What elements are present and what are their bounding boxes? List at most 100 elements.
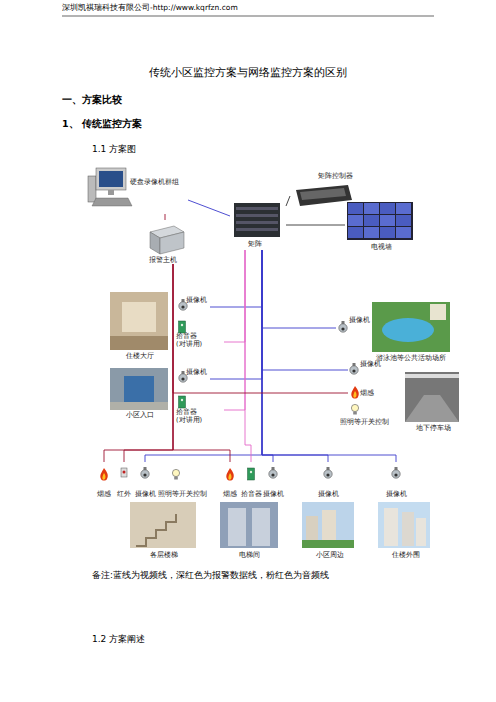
node-label: 摄像机 <box>318 490 339 498</box>
node-label: 矩阵 <box>248 240 262 248</box>
signal-wire <box>224 250 245 342</box>
computer-icon <box>96 168 126 190</box>
node-label: 摄像机 <box>186 296 207 304</box>
matrix-icon <box>236 228 278 231</box>
elevator-photo <box>252 508 270 546</box>
exterior-photo <box>378 502 430 548</box>
camera-symbol <box>339 321 347 332</box>
node-label: 烟感 <box>360 389 374 397</box>
garage-photo <box>405 372 459 422</box>
camera-node: 摄像机 <box>336 316 370 340</box>
surroundings-photo <box>302 502 354 548</box>
node-label: 摄像机 <box>263 490 284 498</box>
smoke-symbol <box>226 468 233 481</box>
tv-wall-node: 电视墙 <box>345 198 415 254</box>
alarm-host-icon <box>150 226 184 254</box>
tv-wall-icon <box>348 203 363 214</box>
matrix-icon <box>234 203 280 237</box>
light-control-node: 照明等开关控制 <box>340 404 404 428</box>
elevator-photo <box>220 502 278 548</box>
surroundings-photo <box>302 540 354 548</box>
tv-wall-icon <box>348 227 363 238</box>
pool-photo <box>372 302 450 352</box>
smoke-sensor-node: 烟感 <box>348 382 378 404</box>
tv-wall-icon <box>364 203 379 214</box>
signal-wire <box>210 250 262 307</box>
controller-node: 矩阵控制器 <box>290 172 370 206</box>
exterior-photo <box>416 518 426 546</box>
camera-symbol <box>179 371 187 382</box>
location-photo: 电梯间 <box>218 500 280 560</box>
tv-wall-icon <box>396 215 411 226</box>
location-photo: 小区入口 <box>108 368 170 418</box>
location-photo: 住楼大厅 <box>108 292 170 360</box>
signal-wire <box>262 250 273 462</box>
node-label: 硬盘录像机群组 <box>130 178 179 186</box>
tv-wall-icon <box>364 215 379 226</box>
entrance-photo <box>110 402 168 410</box>
camera-symbol <box>141 467 149 478</box>
recorder-node: 硬盘录像机群组 <box>88 166 188 214</box>
matrix-node: 矩阵 <box>230 198 286 250</box>
node-label: 照明等开关控制 <box>158 490 207 498</box>
node-label: 摄像机 <box>386 490 407 498</box>
camera-symbol <box>324 467 332 478</box>
exterior-photo <box>402 512 414 546</box>
surroundings-photo <box>322 510 336 544</box>
controller-icon <box>300 188 346 200</box>
node-label: 小区周边 <box>316 551 344 559</box>
pickup-symbol <box>248 468 255 480</box>
camera-node: 摄像机 <box>384 462 408 498</box>
node-label: 小区入口 <box>126 411 154 419</box>
node-label: 矩阵控制器 <box>318 172 353 180</box>
section-heading: 1、 传统监控方案 <box>62 118 142 131</box>
node-label: 烟感 <box>97 490 111 498</box>
computer-icon <box>88 168 132 206</box>
location-photo: 游泳池等公共活动场所 <box>372 300 452 364</box>
bulb-symbol <box>172 404 358 479</box>
node-label: 各层楼梯 <box>150 551 178 559</box>
signal-wire <box>224 250 245 410</box>
lobby-photo <box>110 336 168 350</box>
bulb-symbol <box>351 404 358 414</box>
location-photo: 小区周边 <box>300 500 356 560</box>
light-control-node: 照明等开关控制 <box>156 462 206 498</box>
tv-wall-icon <box>396 227 411 238</box>
signal-wire <box>262 250 328 462</box>
stairs-photo <box>130 502 196 548</box>
camera-symbol <box>392 467 400 478</box>
pool-photo <box>430 304 446 320</box>
node-label: 住楼大厅 <box>126 352 154 360</box>
computer-icon <box>88 176 96 202</box>
node-label: 拾音器 (对讲用) <box>176 332 206 348</box>
alarm-host-icon <box>150 232 160 254</box>
signal-wire <box>286 225 345 226</box>
pickup-node: 拾音器 (对讲用) <box>176 396 224 424</box>
smoke-symbol <box>100 386 358 481</box>
subsection-heading: 1.1 方案图 <box>92 143 136 156</box>
tv-wall-icon <box>347 202 413 240</box>
pool-photo <box>372 302 450 352</box>
page-header: 深圳凯祺瑞科技有限公司-http://www.kqrfzn.com <box>62 3 238 13</box>
smoke-sensor-node: 烟感 <box>220 462 240 498</box>
tv-wall-icon <box>348 215 363 226</box>
location-photo: 地下停车场 <box>404 370 460 434</box>
header-rule <box>62 16 434 17</box>
infrared-symbol <box>121 468 127 477</box>
node-label: 住楼外围 <box>392 551 420 559</box>
camera-node: 摄像机 <box>262 462 284 498</box>
camera-symbol <box>269 467 277 478</box>
note-text: 备注:蓝线为视频线，深红色为报警数据线，粉红色为音频线 <box>92 570 329 582</box>
camera-node: 摄像机 <box>176 296 210 318</box>
pickup-symbol <box>179 396 186 408</box>
smoke-sensor-node: 烟感 <box>94 462 114 498</box>
node-label: 拾音器 <box>241 490 262 498</box>
garage-photo <box>405 395 459 422</box>
exterior-photo <box>384 508 398 546</box>
smoke-symbol <box>351 386 358 399</box>
matrix-icon <box>234 203 280 237</box>
matrix-icon <box>236 214 278 217</box>
elevator-photo <box>228 508 246 546</box>
